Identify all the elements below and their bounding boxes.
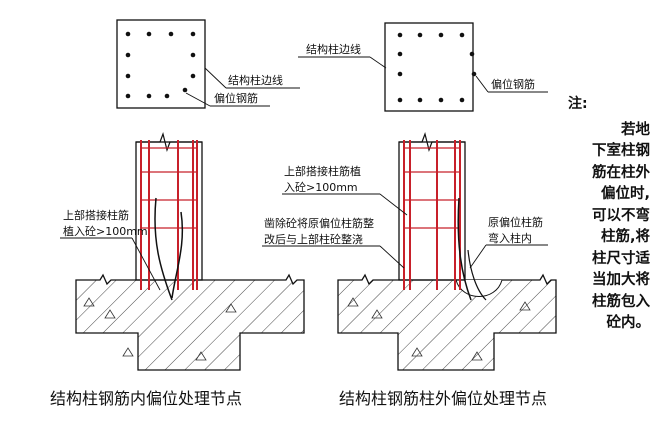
left-rebars [140, 140, 198, 290]
right-foundation-slab [337, 273, 557, 371]
left-plan-label-edge: 结构柱边线 [228, 73, 283, 87]
left-leader-edge [204, 67, 227, 89]
note-block: 注: 若地 下室柱钢 筋在柱外 偏位时, 可以不弯 柱筋,将 柱尺寸适 当加大将… [566, 94, 652, 335]
left-column-outline [135, 141, 203, 281]
right-callout-b-line2: 改后与上部柱砼整浇 [264, 232, 363, 246]
right-callout-a-line1: 上部搭接柱筋植 [284, 164, 361, 178]
right-leader-offset [475, 75, 489, 93]
right-callout-a-line2: 入砼>100mm [284, 181, 358, 194]
left-column-break-mark [136, 131, 202, 153]
right-plan-label-edge: 结构柱边线 [306, 42, 361, 56]
left-callout-line2: 植入砼>100mm [63, 224, 148, 238]
right-callout-c-line1: 原偏位柱筋 [488, 215, 543, 229]
left-plan-rebar-dots [125, 31, 196, 99]
right-elevation-section: 上部搭接柱筋植 入砼>100mm 凿除砼将原偏位柱筋整 改后与上部柱砼整浇 原偏… [262, 131, 557, 408]
left-plan-section: 结构柱边线 偏位钢筋 [116, 19, 300, 109]
right-rebars [403, 140, 461, 290]
right-plan-section: 结构柱边线 偏位钢筋 [298, 22, 548, 112]
left-plan-label-offset: 偏位钢筋 [214, 91, 258, 105]
right-callout-b-line1: 凿除砼将原偏位柱筋整 [264, 216, 374, 230]
left-offset-bar-1 [154, 197, 173, 301]
right-bent-bar [457, 197, 472, 301]
left-offset-bar-2 [171, 211, 184, 299]
right-callout-c-line2: 弯入柱内 [488, 231, 532, 245]
right-callout-b-leader-diag [379, 245, 405, 269]
right-stirrups [404, 147, 460, 229]
note-title: 注: [568, 96, 588, 112]
left-caption: 结构柱钢筋内偏位处理节点 [50, 389, 242, 408]
left-leader-offset [185, 92, 211, 107]
right-callout-c-leader-diag [469, 244, 487, 269]
right-leader-edge-diag [369, 56, 387, 69]
left-concrete-triangles [83, 297, 237, 361]
note-body: 若地 下室柱钢 筋在柱外 偏位时, 可以不弯 柱筋,将 柱尺寸适 当加大将 柱筋… [592, 121, 650, 332]
left-plan-column-outline [116, 19, 206, 109]
right-bent-bar-outer [467, 249, 487, 301]
left-stirrups [141, 147, 197, 229]
right-caption: 结构柱钢筋柱外偏位处理节点 [339, 389, 547, 408]
right-callout-a-leader-diag [379, 193, 408, 216]
right-chiseled-pit [455, 279, 503, 297]
right-concrete-triangles [347, 297, 531, 361]
left-foundation-slab [75, 273, 305, 371]
right-plan-label-offset: 偏位钢筋 [491, 77, 535, 91]
right-plan-rebar-dots [397, 32, 477, 103]
left-elevation-section: 上部搭接柱筋 植入砼>100mm 结构柱钢筋内偏位处理节点 [50, 131, 305, 408]
left-callout-leader-diag [131, 237, 161, 291]
left-callout-line1: 上部搭接柱筋 [63, 208, 129, 222]
